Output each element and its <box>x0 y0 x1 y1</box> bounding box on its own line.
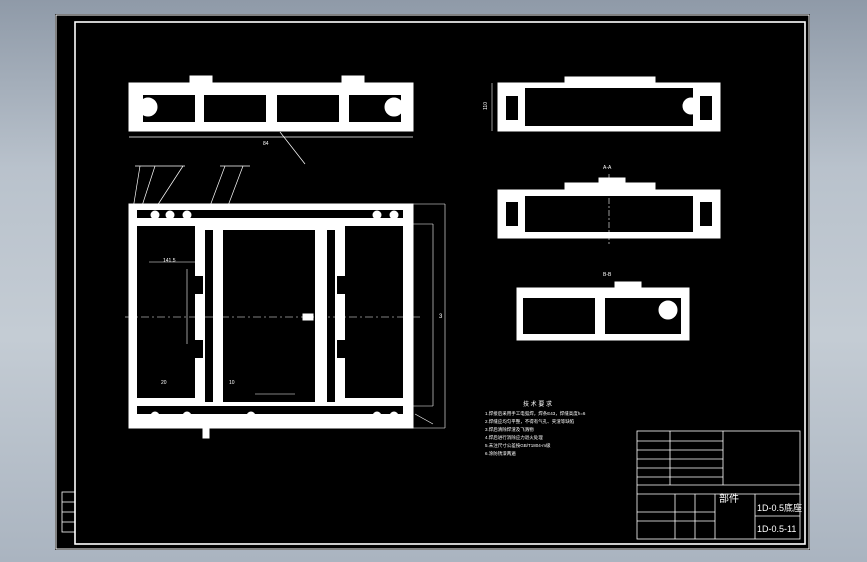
sheet-inner-border <box>74 21 806 545</box>
section-a-view <box>497 174 721 246</box>
tech-req-title: 技 术 要 求 <box>523 400 552 408</box>
sheet-outer-border <box>55 14 810 550</box>
top-elevation-view <box>128 75 414 165</box>
margin-table <box>61 491 76 533</box>
title-block-drawing-no: 1D-0.5-11 <box>757 524 796 534</box>
section-b-view <box>516 281 690 341</box>
dim-plan-pitch: 10 <box>229 380 235 386</box>
tech-req-line: 4.焊后进行消除应力退火处理 <box>485 434 543 441</box>
plan-view <box>125 203 446 439</box>
tech-req-line: 3.焊后清除焊渣及飞溅物 <box>485 426 534 433</box>
title-block <box>636 430 801 540</box>
dim-plan-right: 3 <box>439 314 443 320</box>
drawing-canvas: 84 <box>55 14 810 550</box>
tech-req-line: 1.焊接后采用手工电弧焊，焊条E43，焊缝高度h=6 <box>485 410 586 417</box>
section-label-a: A-A <box>603 165 612 171</box>
tech-req-line: 2.焊缝应均匀平整，不得有气孔、夹渣等缺陷 <box>485 418 575 425</box>
title-block-name: 1D-0.5底座 <box>757 502 802 513</box>
dim-top-total: 84 <box>263 141 269 147</box>
drawing-sheet: 84 <box>55 14 810 550</box>
dim-plan-seg: 20 <box>161 380 167 386</box>
technical-requirements: 技 术 要 求 1.焊接后采用手工电弧焊，焊条E43，焊缝高度h=6 2.焊缝应… <box>485 400 586 457</box>
dim-plan-offset: 141.5 <box>163 258 176 264</box>
tech-req-line: 5.未注尺寸公差按GB/T1804-m级 <box>485 442 551 449</box>
side-elevation-view <box>491 76 721 132</box>
title-block-part-type: 部件 <box>719 492 739 505</box>
section-label-b: B-B <box>603 272 612 278</box>
tech-req-line: 6.涂防锈漆两遍 <box>485 450 516 457</box>
dim-side-height: 110 <box>483 102 489 110</box>
